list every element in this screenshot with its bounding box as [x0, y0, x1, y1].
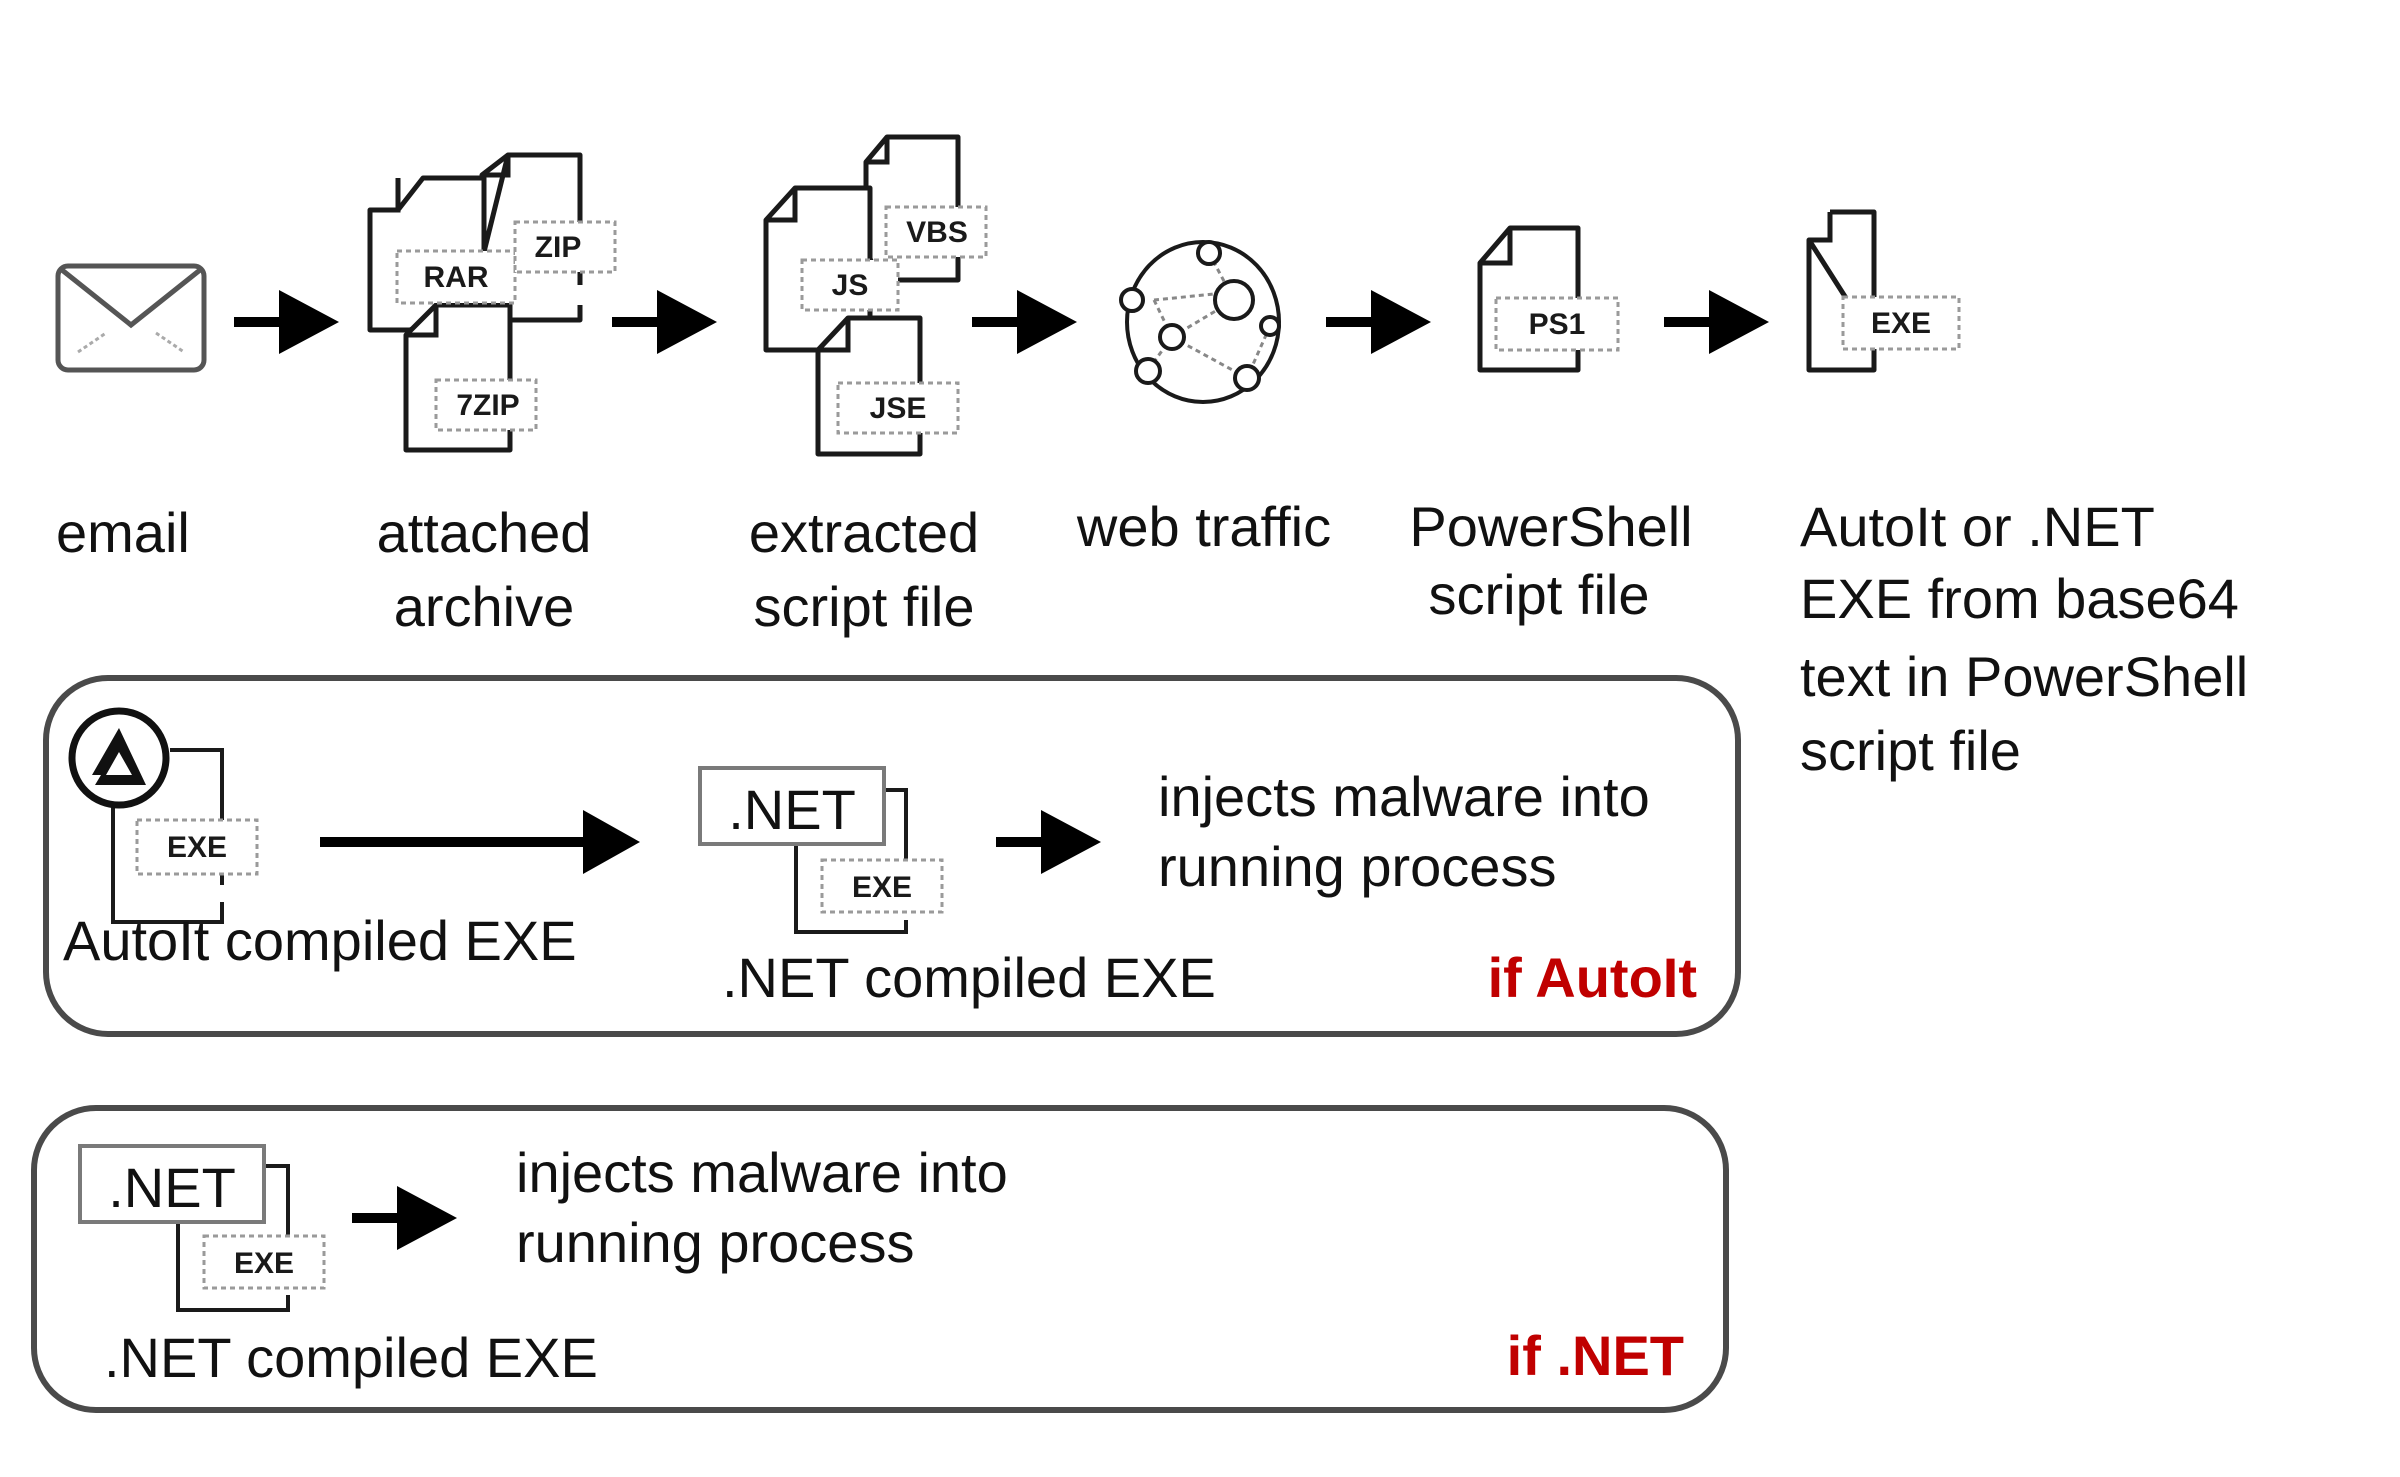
label-exe-line1: AutoIt or .NET [1800, 495, 2155, 558]
net-badge: .NET [728, 778, 856, 841]
script-tag-js: JS [832, 269, 869, 302]
autoit-exe-icon: EXE [68, 707, 259, 924]
archive-files-icon: RAR ZIP 7ZIP [367, 152, 617, 453]
net-exe-label: .NET compiled EXE [104, 1326, 598, 1389]
net-result-line1: injects malware into [516, 1141, 1008, 1204]
net-result-line2: running process [516, 1211, 914, 1274]
arrow-icon [972, 290, 1077, 354]
script-tag-jse: JSE [870, 392, 927, 425]
label-ps1-line1: PowerShell [1409, 495, 1692, 558]
label-archive-line1: attached [377, 501, 592, 564]
autoit-logo-icon [68, 707, 170, 809]
label-ps1-line2: script file [1429, 563, 1650, 626]
net-branch-box: EXE .NET .NET compiled EXE injects malwa… [31, 1105, 1729, 1413]
net-exe-tag: EXE [234, 1247, 294, 1280]
autoit-result-line1: injects malware into [1158, 765, 1650, 828]
net-exe-icon: EXE .NET [78, 1144, 326, 1312]
archive-tag-7zip: 7ZIP [456, 389, 519, 422]
ps1-file-icon: PS1 [1477, 225, 1620, 373]
label-archive-line2: archive [394, 575, 575, 638]
script-tag-vbs: VBS [906, 216, 968, 249]
arrow-icon [1664, 290, 1769, 354]
label-script-line2: script file [754, 575, 975, 638]
net-exe-tag: EXE [852, 871, 912, 904]
file-tag-exe: EXE [1871, 307, 1931, 340]
file-tag-ps1: PS1 [1529, 308, 1586, 341]
exe-file-icon: EXE [1806, 209, 1961, 373]
label-exe-line3: text in PowerShell [1800, 645, 2248, 708]
arrow-icon [1326, 290, 1431, 354]
arrow-icon [234, 290, 339, 354]
condition-label-net: if .NET [1507, 1324, 1684, 1387]
label-email: email [56, 501, 190, 564]
label-exe-line2: EXE from base64 [1800, 567, 2239, 630]
arrow-icon [320, 810, 640, 874]
label-script-line1: extracted [749, 501, 979, 564]
condition-label-autoit: if AutoIt [1488, 946, 1697, 1009]
net-exe-label: .NET compiled EXE [722, 946, 1216, 1009]
label-web: web traffic [1076, 495, 1331, 558]
autoit-exe-tag: EXE [167, 831, 227, 864]
autoit-result-line2: running process [1158, 835, 1556, 898]
net-exe-icon: EXE .NET [698, 766, 944, 934]
network-globe-icon [1119, 240, 1281, 404]
archive-tag-zip: ZIP [535, 231, 582, 264]
autoit-branch-box: EXE AutoIt compiled EXE EXE .NET .NET co… [43, 675, 1741, 1037]
label-exe-line4: script file [1800, 719, 2021, 782]
script-files-icon: VBS JS JSE [763, 134, 988, 457]
autoit-exe-label: AutoIt compiled EXE [63, 909, 577, 972]
arrow-icon [612, 290, 717, 354]
archive-tag-rar: RAR [424, 261, 489, 294]
envelope-icon [55, 263, 207, 373]
net-badge: .NET [108, 1156, 236, 1219]
